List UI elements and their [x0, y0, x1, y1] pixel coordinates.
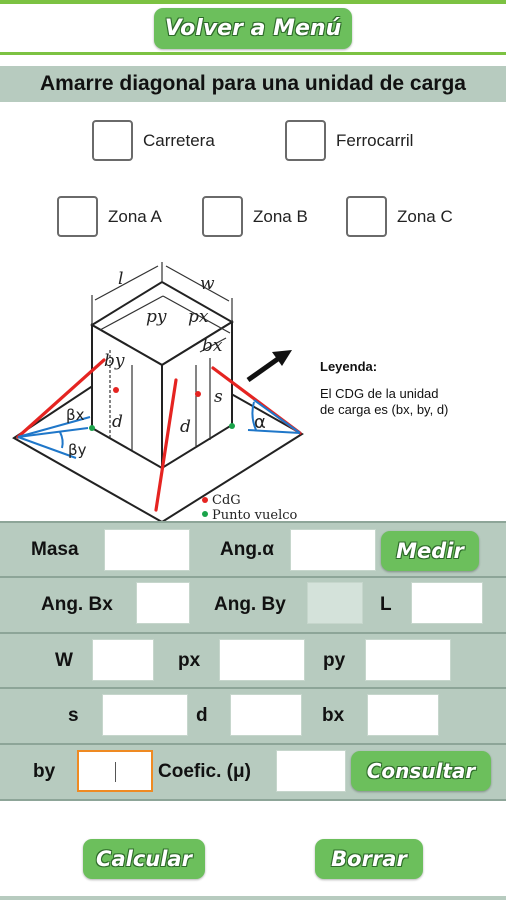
- ang-alpha-label: Ang.α: [220, 538, 274, 560]
- s-label: s: [68, 705, 79, 726]
- carretera-label: Carretera: [143, 130, 215, 150]
- ang-by-input[interactable]: [307, 582, 363, 624]
- form-row-masa: Masa Ang.α Medir: [0, 521, 506, 578]
- option-carretera[interactable]: Carretera: [92, 120, 215, 161]
- d-input[interactable]: [230, 694, 302, 736]
- option-zona-b[interactable]: Zona B: [202, 196, 308, 237]
- form-row-coefficient: by Coefic. (μ) Consultar: [0, 745, 506, 801]
- px-label: px: [178, 649, 201, 671]
- form-row-angles: Ang. Bx Ang. By L: [0, 578, 506, 634]
- l-input[interactable]: [411, 582, 483, 624]
- legend-line-2: de carga es (bx, by, d): [320, 402, 448, 417]
- zona-a-checkbox[interactable]: [57, 196, 98, 237]
- legend-line-1: El CDG de la unidad: [320, 386, 439, 401]
- coef-label: Coefic. (μ): [158, 761, 251, 782]
- label-w: w: [200, 274, 215, 294]
- tipping-point-dot: [89, 425, 95, 431]
- diagonal-lashing-diagram: l w py px by bx d d s βx βy α Leyenda: E…: [12, 262, 448, 522]
- py-input[interactable]: [365, 639, 451, 681]
- ferrocarril-checkbox[interactable]: [285, 120, 326, 161]
- ang-bx-label: Ang. Bx: [41, 594, 113, 615]
- bx-label: bx: [322, 705, 345, 726]
- coef-input[interactable]: [276, 750, 346, 792]
- label-l: l: [118, 269, 123, 289]
- bx-input[interactable]: [367, 694, 439, 736]
- page-title: Amarre diagonal para una unidad de carga: [0, 66, 506, 102]
- legend-title: Leyenda:: [320, 359, 377, 374]
- tipping-point-dot: [229, 423, 235, 429]
- bottom-accent-line: [0, 896, 506, 900]
- masa-input[interactable]: [104, 529, 190, 571]
- label-beta-y: βy: [68, 441, 87, 459]
- header-separator: [0, 52, 506, 55]
- w-input[interactable]: [92, 639, 154, 681]
- calcular-button[interactable]: Calcular: [83, 839, 205, 879]
- key-tipping-point: Punto vuelco: [212, 508, 298, 522]
- label-beta-x: βx: [66, 406, 85, 424]
- py-label: py: [323, 649, 346, 671]
- form-row-dimensions: W px py: [0, 634, 506, 689]
- d-label: d: [196, 705, 208, 726]
- label-alpha: α: [254, 412, 266, 433]
- form-row-offsets: s d bx: [0, 689, 506, 745]
- by-input[interactable]: [77, 750, 153, 792]
- s-input[interactable]: [102, 694, 188, 736]
- borrar-button[interactable]: Borrar: [315, 839, 423, 879]
- by-label: by: [33, 761, 56, 782]
- label-s: s: [214, 387, 223, 407]
- carretera-checkbox[interactable]: [92, 120, 133, 161]
- l-label: L: [380, 594, 392, 615]
- back-to-menu-button[interactable]: Volver a Menú: [154, 8, 352, 49]
- option-zona-c[interactable]: Zona C: [346, 196, 453, 237]
- label-d-left: d: [112, 412, 123, 432]
- label-bx: bx: [202, 336, 223, 356]
- label-d-right: d: [180, 417, 191, 437]
- text-caret: [115, 762, 116, 782]
- parameters-form: Masa Ang.α Medir Ang. Bx Ang. By L W px …: [0, 521, 506, 801]
- top-accent-line: [0, 0, 506, 4]
- cdg-dot: [113, 387, 119, 393]
- ang-alpha-input[interactable]: [290, 529, 376, 571]
- ang-bx-input[interactable]: [136, 582, 190, 624]
- consultar-button[interactable]: Consultar: [351, 751, 491, 791]
- direction-arrow: [246, 353, 284, 383]
- option-zona-a[interactable]: Zona A: [57, 196, 162, 237]
- zona-b-checkbox[interactable]: [202, 196, 243, 237]
- label-px: px: [188, 307, 209, 327]
- zona-b-label: Zona B: [253, 206, 308, 226]
- ang-by-label: Ang. By: [214, 594, 286, 615]
- option-ferrocarril[interactable]: Ferrocarril: [285, 120, 413, 161]
- zona-c-checkbox[interactable]: [346, 196, 387, 237]
- zona-a-label: Zona A: [108, 206, 162, 226]
- key-cdg: CdG: [212, 493, 241, 508]
- w-label: W: [55, 649, 73, 671]
- ferrocarril-label: Ferrocarril: [336, 130, 414, 150]
- masa-label: Masa: [31, 538, 79, 560]
- cdg-dot: [195, 391, 201, 397]
- medir-button[interactable]: Medir: [381, 531, 479, 571]
- zona-c-label: Zona C: [397, 206, 453, 226]
- label-py: py: [146, 307, 167, 327]
- px-input[interactable]: [219, 639, 305, 681]
- label-by: by: [104, 351, 125, 371]
